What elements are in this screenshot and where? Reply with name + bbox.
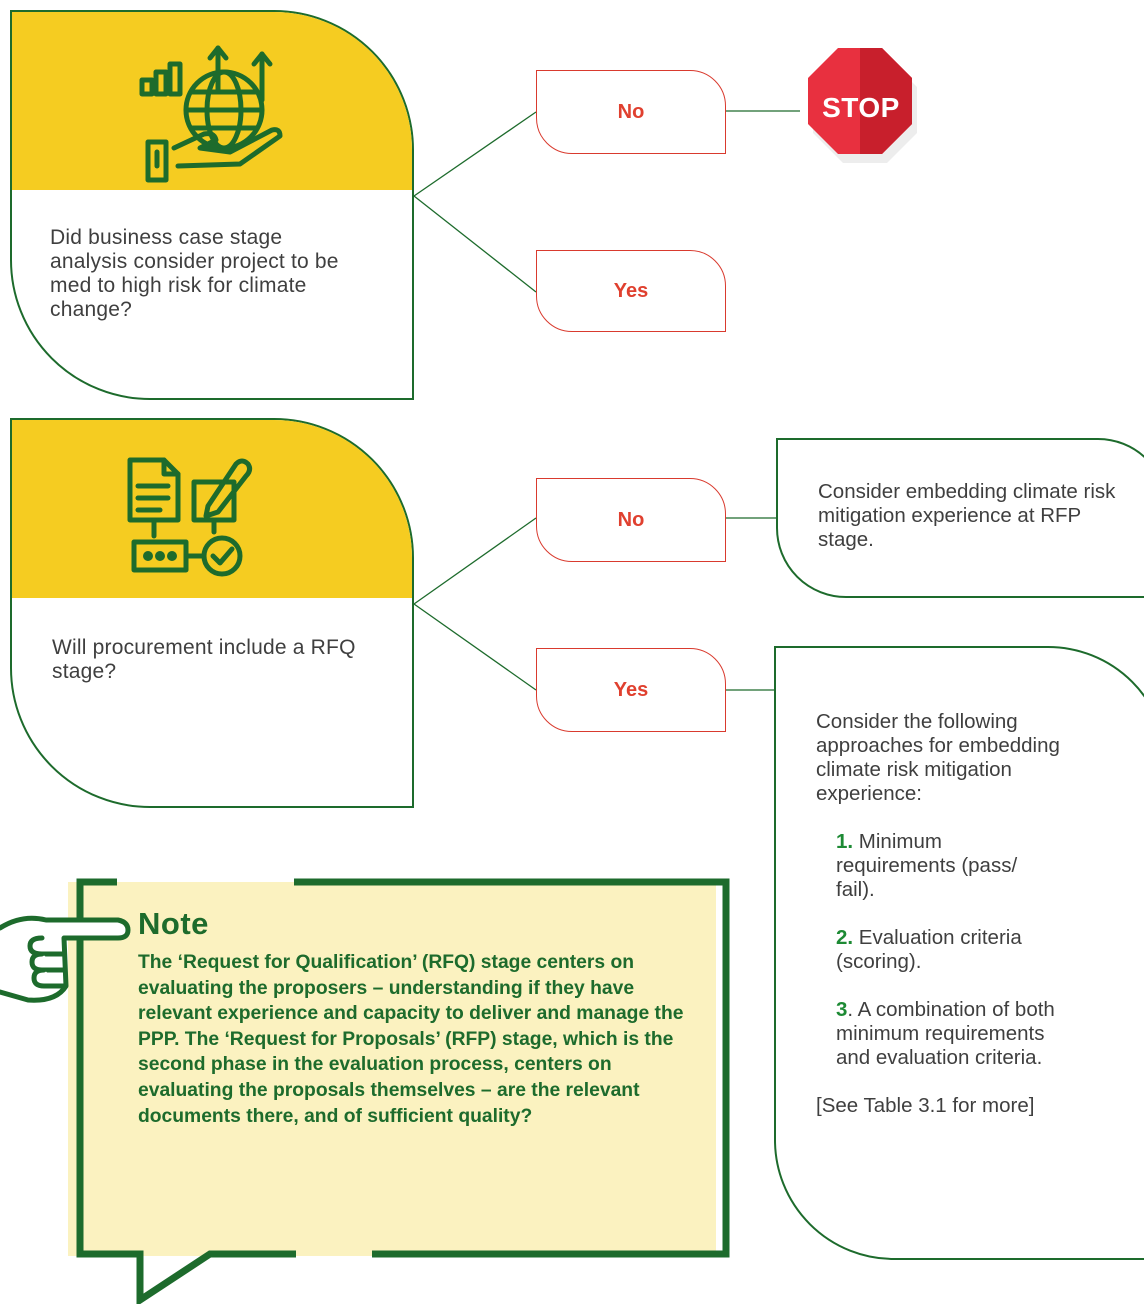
- note-title: Note: [138, 906, 209, 941]
- item-text: . A combination of both minimum requirem…: [836, 998, 1055, 1069]
- answer-no-q1[interactable]: No: [536, 70, 726, 154]
- answer-no-q2[interactable]: No: [536, 478, 726, 562]
- approach-item-1: 1. Minimum requirements (pass/ fail).: [836, 830, 1056, 902]
- connector-q1-no: [413, 111, 537, 197]
- question-card-business-case: Did business case stage analysis conside…: [10, 10, 414, 400]
- stop-label: STOP: [822, 92, 900, 123]
- item-text: Minimum requirements (pass/ fail).: [836, 830, 1018, 901]
- speech-bubble-frame: [68, 878, 730, 1304]
- question-text: Did business case stage analysis conside…: [50, 226, 339, 321]
- yellow-header-band: [12, 12, 412, 190]
- answer-yes-q2[interactable]: Yes: [536, 648, 726, 732]
- outcome-yes-rfq: Consider the following approaches for em…: [774, 646, 1144, 1260]
- question-card-procurement: Will procurement include a RFQ stage?: [10, 418, 414, 808]
- outcome-footer: [See Table 3.1 for more]: [816, 1094, 1035, 1117]
- globe-growth-hand-icon: [139, 45, 283, 183]
- question-text: Will procurement include a RFQ stage?: [52, 636, 356, 683]
- item-number: 1.: [836, 830, 854, 853]
- stop-sign-icon: [808, 48, 917, 163]
- outcome-no-rfq: Consider embedding climate risk mitigati…: [776, 438, 1144, 598]
- item-number: 2.: [836, 926, 854, 949]
- item-text: Evaluation criteria (scoring).: [836, 926, 1022, 973]
- answer-yes-q1[interactable]: Yes: [536, 250, 726, 332]
- approach-item-3: 3. A combination of both minimum require…: [836, 998, 1056, 1070]
- outcome-intro: Consider the following approaches for em…: [816, 710, 1060, 805]
- connector-q1-yes: [413, 195, 537, 293]
- outcome-text: Consider embedding climate risk mitigati…: [818, 480, 1116, 551]
- approach-item-2: 2. Evaluation criteria (scoring).: [836, 926, 1096, 974]
- note-body: The ‘Request for Qualification’ (RFQ) st…: [138, 952, 684, 1127]
- connector-q2-yes: [413, 603, 537, 691]
- item-number: 3: [836, 998, 848, 1021]
- pointing-hand-icon: [0, 915, 131, 1003]
- connector-q2-no: [413, 517, 537, 605]
- document-checklist-icon: [127, 457, 253, 577]
- stop-sign: STOP: [798, 44, 924, 170]
